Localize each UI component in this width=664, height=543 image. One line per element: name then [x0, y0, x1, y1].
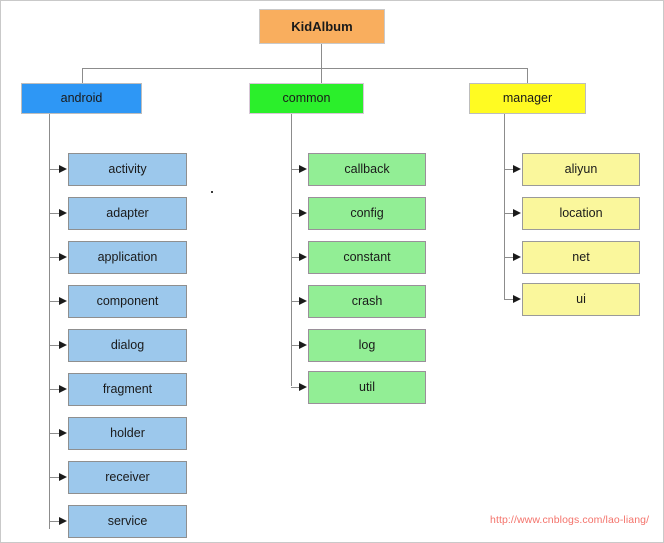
- node-android-fragment[interactable]: fragment: [68, 373, 187, 406]
- node-common-config[interactable]: config: [308, 197, 426, 230]
- node-label: service: [107, 514, 148, 529]
- connector-stub: [291, 169, 301, 170]
- node-label: application: [97, 250, 158, 265]
- node-manager[interactable]: manager: [469, 83, 586, 114]
- node-android-adapter[interactable]: adapter: [68, 197, 187, 230]
- arrowhead-icon: [59, 385, 67, 393]
- node-label: activity: [108, 162, 147, 177]
- connector-stub: [504, 257, 515, 258]
- connector-stub: [49, 257, 61, 258]
- connector-stub: [504, 213, 515, 214]
- node-label: log: [358, 338, 376, 353]
- node-label: callback: [344, 162, 390, 177]
- arrowhead-icon: [513, 209, 521, 217]
- connector-stub: [291, 345, 301, 346]
- connector-stub: [504, 169, 515, 170]
- node-label: common: [282, 91, 331, 106]
- arrowhead-icon: [59, 165, 67, 173]
- node-label: constant: [343, 250, 391, 265]
- node-manager-aliyun[interactable]: aliyun: [522, 153, 640, 186]
- connector-stub: [49, 477, 61, 478]
- arrowhead-icon: [59, 253, 67, 261]
- arrowhead-icon: [513, 295, 521, 303]
- arrowhead-icon: [59, 473, 67, 481]
- node-common-constant[interactable]: constant: [308, 241, 426, 274]
- arrowhead-icon: [59, 341, 67, 349]
- arrowhead-icon: [59, 297, 67, 305]
- arrowhead-icon: [59, 429, 67, 437]
- node-label: aliyun: [564, 162, 598, 177]
- connector-stub: [291, 257, 301, 258]
- node-label: location: [559, 206, 603, 221]
- connector-stub: [49, 213, 61, 214]
- node-common-callback[interactable]: callback: [308, 153, 426, 186]
- connector-android-spine: [49, 114, 50, 529]
- arrowhead-icon: [299, 341, 307, 349]
- connector-stub: [49, 521, 61, 522]
- node-label: holder: [110, 426, 145, 441]
- connector-root-drop: [321, 44, 322, 68]
- arrowhead-icon: [299, 297, 307, 305]
- node-android-receiver[interactable]: receiver: [68, 461, 187, 494]
- arrowhead-icon: [59, 517, 67, 525]
- node-label: manager: [502, 91, 553, 106]
- node-common[interactable]: common: [249, 83, 364, 114]
- arrowhead-icon: [299, 253, 307, 261]
- watermark-url: http://www.cnblogs.com/lao-liang/: [490, 514, 650, 526]
- connector-stub: [291, 213, 301, 214]
- arrowhead-icon: [513, 165, 521, 173]
- node-android-activity[interactable]: activity: [68, 153, 187, 186]
- node-label: android: [60, 91, 103, 106]
- connector-stub: [291, 387, 301, 388]
- connector-stub: [291, 301, 301, 302]
- connector-stub: [49, 301, 61, 302]
- connector-bus-to-common: [321, 68, 322, 83]
- node-manager-ui[interactable]: ui: [522, 283, 640, 316]
- image-artifact-dot: [211, 191, 213, 193]
- node-android-application[interactable]: application: [68, 241, 187, 274]
- connector-stub: [504, 299, 515, 300]
- arrowhead-icon: [59, 209, 67, 217]
- node-label: KidAlbum: [291, 19, 353, 34]
- connector-root-bus: [82, 68, 527, 69]
- node-label: util: [359, 380, 375, 395]
- node-common-crash[interactable]: crash: [308, 285, 426, 318]
- node-label: ui: [576, 292, 586, 307]
- node-android-dialog[interactable]: dialog: [68, 329, 187, 362]
- connector-stub: [49, 169, 61, 170]
- connector-bus-to-android: [82, 68, 83, 83]
- node-label: config: [350, 206, 384, 221]
- node-android-holder[interactable]: holder: [68, 417, 187, 450]
- node-label: fragment: [102, 382, 153, 397]
- node-label: adapter: [106, 206, 149, 221]
- node-label: net: [572, 250, 590, 265]
- node-root-kidalbum[interactable]: KidAlbum: [259, 9, 385, 44]
- connector-stub: [49, 433, 61, 434]
- arrowhead-icon: [299, 209, 307, 217]
- arrowhead-icon: [299, 383, 307, 391]
- node-android-service[interactable]: service: [68, 505, 187, 538]
- node-common-util[interactable]: util: [308, 371, 426, 404]
- node-label: component: [96, 294, 159, 309]
- arrowhead-icon: [299, 165, 307, 173]
- connector-stub: [49, 345, 61, 346]
- connector-manager-spine: [504, 114, 505, 299]
- node-label: receiver: [105, 470, 150, 485]
- node-common-log[interactable]: log: [308, 329, 426, 362]
- node-android[interactable]: android: [21, 83, 142, 114]
- arrowhead-icon: [513, 253, 521, 261]
- node-manager-net[interactable]: net: [522, 241, 640, 274]
- node-label: crash: [351, 294, 383, 309]
- connector-stub: [49, 389, 61, 390]
- connector-bus-to-manager: [527, 68, 528, 83]
- node-label: dialog: [110, 338, 145, 353]
- connector-common-spine: [291, 114, 292, 386]
- node-manager-location[interactable]: location: [522, 197, 640, 230]
- node-android-component[interactable]: component: [68, 285, 187, 318]
